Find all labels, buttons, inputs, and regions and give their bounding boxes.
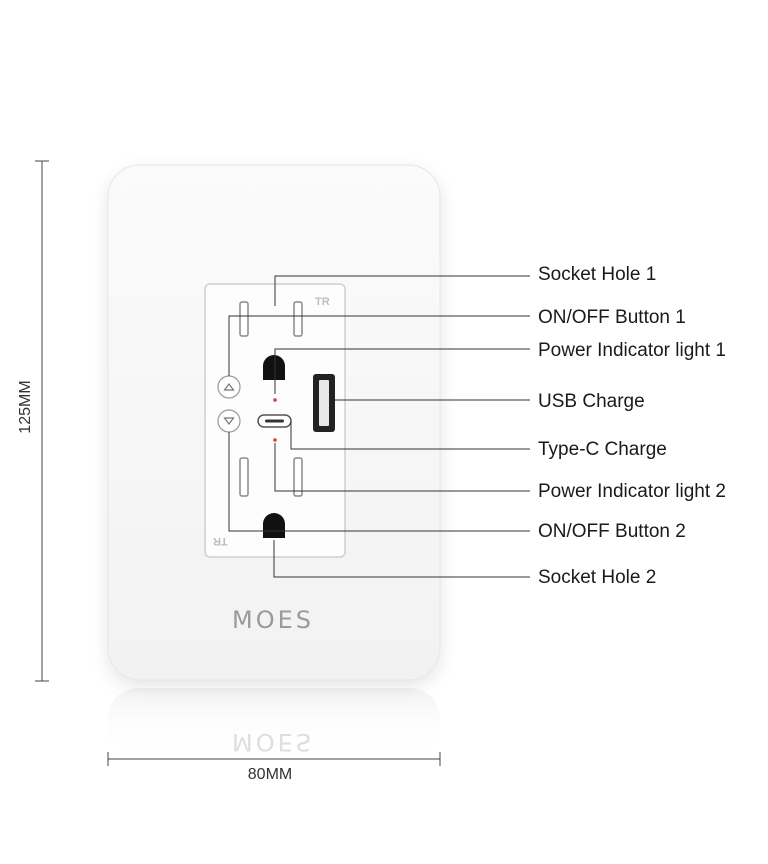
callout-power-indicator-light-1: Power Indicator light 1 <box>538 340 726 361</box>
brand-logo-reflection: MOES <box>232 728 314 756</box>
leader-lines <box>228 275 530 578</box>
tr-mark-top: TR <box>315 296 330 308</box>
socket-2-ground-hole <box>263 513 285 538</box>
plate-reflection <box>108 688 440 758</box>
leader-socket-hole-2 <box>273 540 530 578</box>
socket-2-slot-left <box>239 457 249 497</box>
callout-on-off-button-2: ON/OFF Button 2 <box>538 521 686 542</box>
leader-on-off-button-2 <box>228 432 530 532</box>
socket-1-ground-hole <box>263 355 285 380</box>
chevron-down-icon <box>223 417 235 425</box>
callout-socket-hole-1: Socket Hole 1 <box>538 264 657 285</box>
leader-type-c-charge <box>290 421 530 450</box>
type-c-port-tongue <box>265 419 284 423</box>
callout-power-indicator-light-2: Power Indicator light 2 <box>538 481 726 502</box>
leader-power-indicator-light-1 <box>274 348 530 394</box>
power-indicator-light-1-dot <box>273 398 277 402</box>
socket-2-slot-right <box>293 457 303 497</box>
on-off-button-1[interactable] <box>217 375 241 399</box>
leader-on-off-button-1 <box>228 315 530 376</box>
tr-mark-bottom: TR <box>213 535 228 547</box>
width-dimension-label: 80MM <box>247 766 293 783</box>
callout-usb-charge: USB Charge <box>538 391 645 412</box>
callout-socket-hole-2: Socket Hole 2 <box>538 567 657 588</box>
callout-on-off-button-1: ON/OFF Button 1 <box>538 307 686 328</box>
socket-1-slot-left <box>239 301 249 337</box>
height-dimension-line <box>35 160 49 682</box>
socket-1-slot-right <box>293 301 303 337</box>
chevron-up-icon <box>223 383 235 391</box>
usb-a-port-tongue <box>319 380 329 426</box>
leader-power-indicator-light-2 <box>274 443 530 492</box>
callout-type-c-charge: Type-C Charge <box>538 439 667 460</box>
on-off-button-2[interactable] <box>217 409 241 433</box>
leader-socket-hole-1 <box>274 275 530 306</box>
power-indicator-light-2-dot <box>273 438 277 442</box>
width-dimension-line <box>107 752 441 766</box>
height-dimension-label: 125MM <box>17 380 34 434</box>
brand-logo: MOES <box>232 606 314 634</box>
